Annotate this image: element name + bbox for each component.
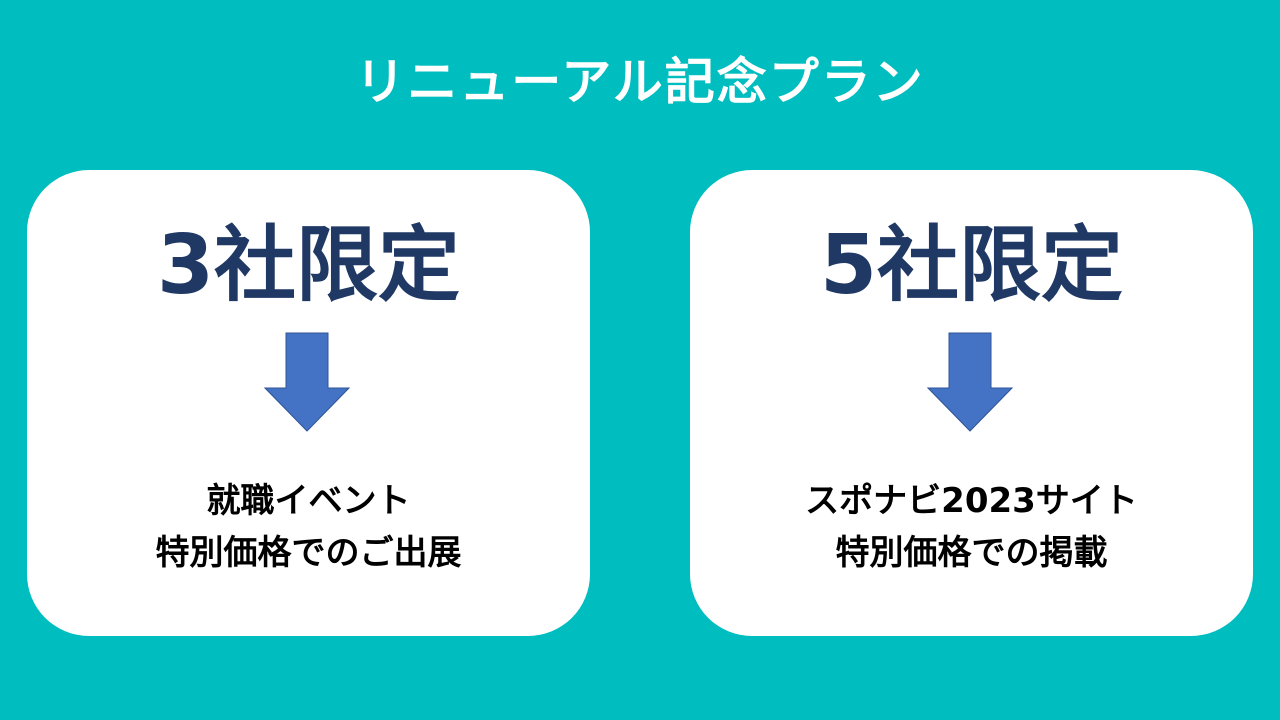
plan-heading: 5社限定: [819, 218, 1124, 313]
slide-title: リニューアル記念プラン: [355, 53, 925, 111]
plan-card-5-companies: 5社限定 スポナビ2023サイト 特別価格での掲載: [690, 170, 1253, 636]
plan-description-line: スポナビ2023サイト: [805, 481, 1138, 521]
arrow-down-icon: [264, 332, 350, 432]
arrow-down-icon: [927, 332, 1013, 432]
plan-description-line: 特別価格での掲載: [835, 533, 1108, 573]
plan-description: スポナビ2023サイト 特別価格での掲載: [690, 475, 1253, 579]
plan-description-line: 就職イベント: [206, 481, 411, 521]
plan-description: 就職イベント 特別価格でのご出展: [27, 475, 590, 579]
plan-heading: 3社限定: [156, 218, 461, 313]
plan-description-line: 特別価格でのご出展: [155, 533, 462, 573]
plan-card-3-companies: 3社限定 就職イベント 特別価格でのご出展: [27, 170, 590, 636]
